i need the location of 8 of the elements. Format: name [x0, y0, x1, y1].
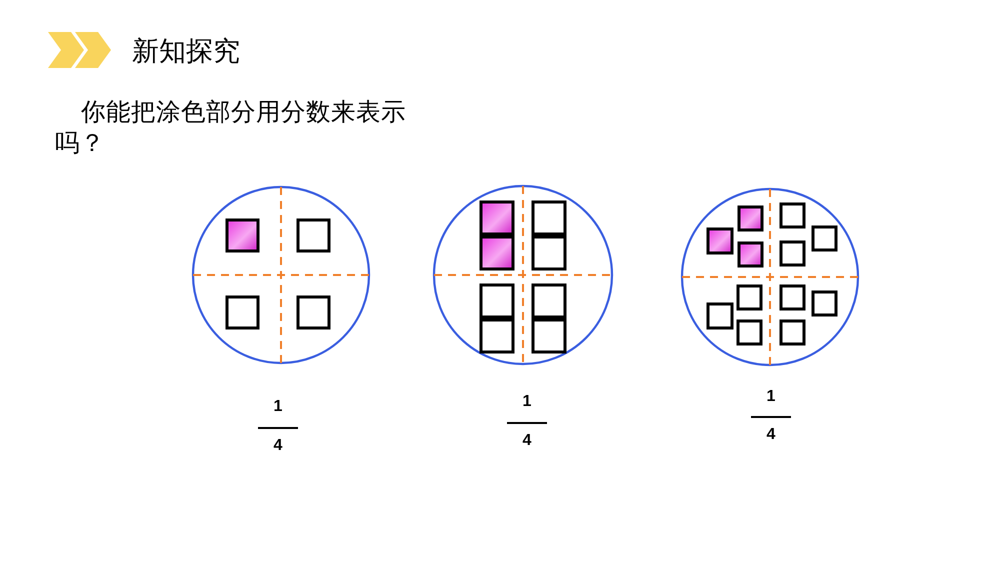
- numerator: 1: [272, 398, 284, 416]
- denominator: 4: [522, 432, 532, 450]
- question-text: 你能把涂色部分用分数来表示吗？: [55, 96, 407, 158]
- numerator: 1: [522, 393, 532, 411]
- denominator: 4: [766, 426, 776, 444]
- denominator: 4: [272, 437, 284, 455]
- title: 新知探究: [132, 36, 240, 68]
- numerator: 1: [766, 388, 776, 406]
